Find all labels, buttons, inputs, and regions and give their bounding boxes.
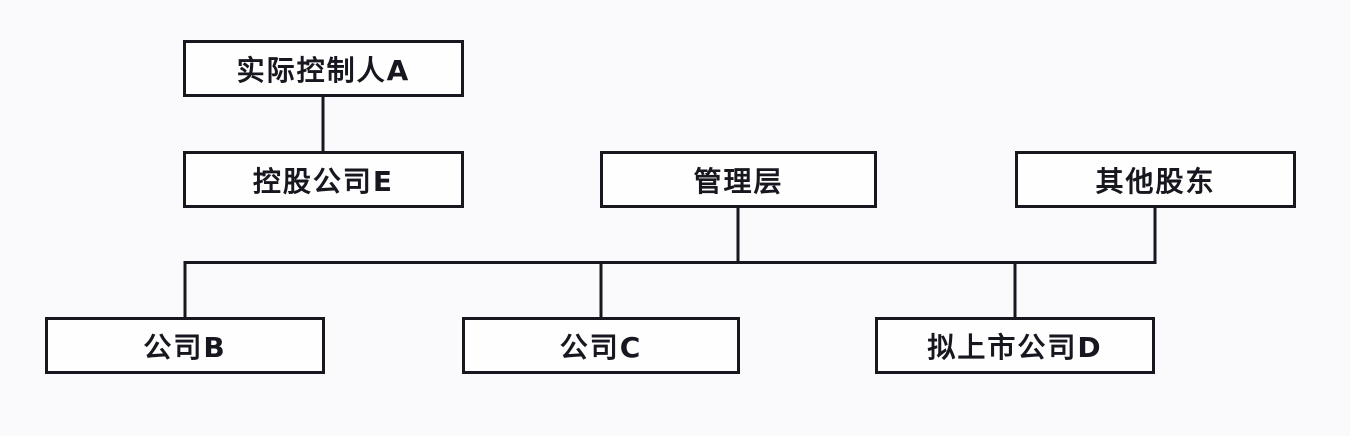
node-listed-company-d: 拟上市公司D: [875, 317, 1155, 374]
node-other-shareholders: 其他股东: [1015, 151, 1296, 208]
node-holding-company-e-label: 控股公司E: [252, 164, 395, 198]
node-company-c: 公司C: [462, 317, 740, 374]
node-actual-controller-a-label: 实际控制人A: [236, 53, 411, 87]
node-management: 管理层: [600, 151, 877, 208]
node-holding-company-e: 控股公司E: [183, 151, 464, 208]
node-actual-controller-a: 实际控制人A: [183, 40, 464, 97]
node-company-b-label: 公司B: [143, 330, 227, 364]
node-management-label: 管理层: [693, 164, 784, 198]
node-company-b: 公司B: [45, 317, 325, 374]
node-company-c-label: 公司C: [559, 330, 643, 364]
node-other-shareholders-label: 其他股东: [1095, 164, 1216, 198]
node-listed-company-d-label: 拟上市公司D: [927, 330, 1103, 364]
